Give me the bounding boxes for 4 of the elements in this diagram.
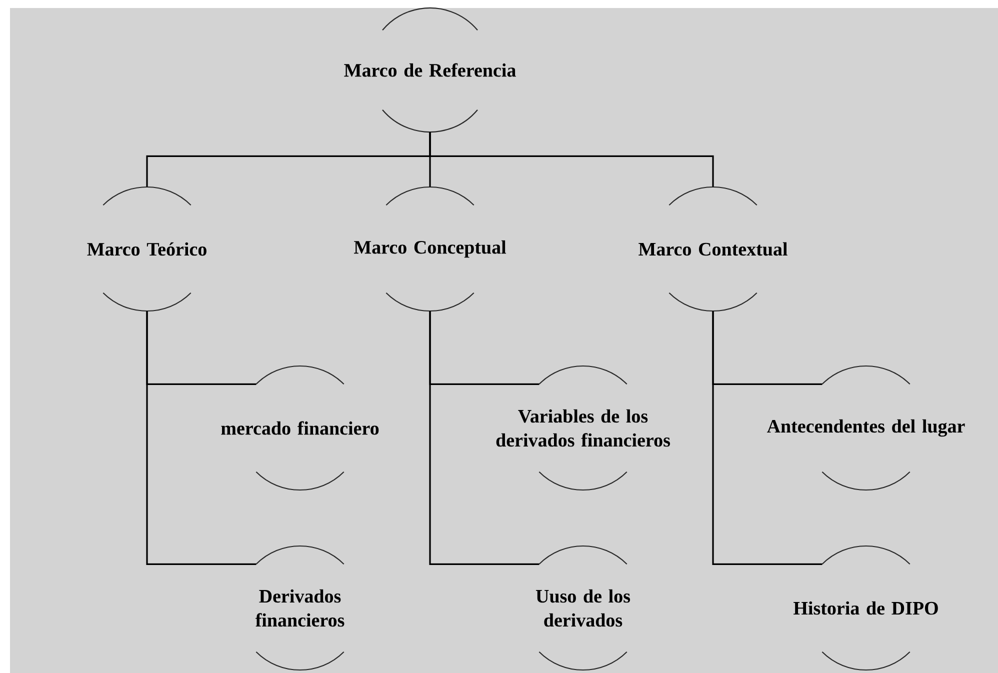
connector-line — [429, 311, 540, 565]
connector-line — [146, 311, 256, 565]
connector-line — [429, 132, 714, 187]
connector-line — [712, 311, 822, 565]
